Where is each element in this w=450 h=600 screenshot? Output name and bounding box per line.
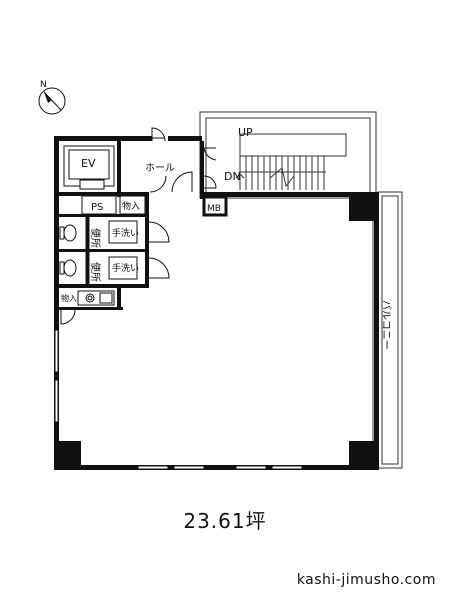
toilet-1-label: 便所 <box>89 228 102 248</box>
washroom-2-label: 手洗い <box>112 262 139 274</box>
hall-door <box>149 127 217 193</box>
toilet-1 <box>59 216 170 250</box>
elevator-label: EV <box>81 157 96 170</box>
storage-kitchen-label: 物入 <box>61 293 77 303</box>
stair-treads <box>235 155 346 190</box>
north-label: N <box>40 80 47 90</box>
balcony-label: バルコニー <box>380 300 392 350</box>
toilet-2 <box>59 251 170 285</box>
stair-down-label: DN <box>224 170 241 183</box>
meter-box <box>202 195 228 217</box>
stair-up-label: UP <box>238 126 253 139</box>
meter-box-label: MB <box>207 204 221 214</box>
kitchenette <box>60 290 115 325</box>
walls <box>54 136 379 470</box>
toilet-2-label: 便所 <box>89 262 102 282</box>
windows <box>54 329 303 470</box>
washroom-1-label: 手洗い <box>112 227 139 239</box>
pipe-shaft <box>81 195 117 215</box>
website-watermark: kashi-jimusho.com <box>296 572 436 588</box>
storage-top <box>119 195 146 215</box>
storage-top-label: 物入 <box>122 200 140 212</box>
pipe-shaft-label: PS <box>91 202 103 213</box>
floor-area: 23.61坪 <box>183 509 267 533</box>
north-compass: N <box>38 80 66 115</box>
elevator <box>63 145 115 190</box>
hall-label: ホール <box>145 162 175 174</box>
